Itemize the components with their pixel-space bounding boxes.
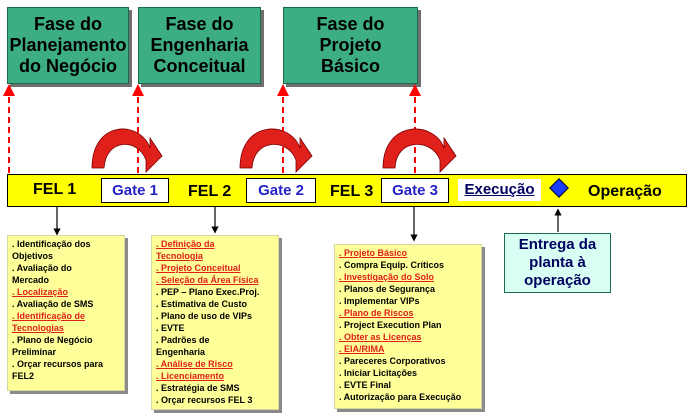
phase-box-engenharia-conceitual: Fase do Engenharia Conceitual — [138, 7, 261, 84]
note-item: . Projeto Conceitual — [156, 263, 241, 273]
note-item: . EVTE — [156, 323, 185, 333]
note-item: . Investigação do Solo — [339, 272, 435, 282]
gate3-box: Gate 3 — [381, 178, 449, 203]
note-item: . Compra Equip. Críticos — [339, 260, 445, 270]
note-item: . Análise de Risco — [156, 359, 233, 369]
fel1-label: FEL 1 — [33, 181, 77, 198]
operacao-label: Operação — [588, 183, 662, 200]
phase-box-planejamento: Fase do Planejamento do Negócio — [7, 7, 129, 84]
note-item: . Identificação de Tecnologias — [12, 311, 86, 333]
curved-arrow-gate1 — [91, 128, 163, 173]
gate1-box: Gate 1 — [101, 178, 169, 203]
curved-arrow-gate2 — [239, 128, 313, 173]
note-item: . Pareceres Corporativos — [339, 356, 446, 366]
note-item: . Seleção da Área Física — [156, 275, 259, 285]
note-item: . Orçar recursos FEL 3 — [156, 395, 253, 405]
fel2-label: FEL 2 — [188, 183, 232, 200]
note-item: . Projeto Básico — [339, 248, 408, 258]
fel3-label: FEL 3 — [330, 183, 374, 200]
note-item: . Obter as Licenças — [339, 332, 422, 342]
note-item: . PEP – Plano Exec.Proj. — [156, 287, 260, 297]
phase-box-projeto-basico: Fase do Projeto Básico — [283, 7, 418, 84]
note-item: . Plano de Negócio Preliminar — [12, 335, 93, 357]
curved-arrow-gate3 — [382, 128, 457, 173]
note-item: . EVTE Final — [339, 380, 392, 390]
note-item: . Orçar recursos para FEL2 — [12, 359, 104, 381]
note-item: . Localização — [12, 287, 69, 297]
note-item: . Autorização para Execução — [339, 392, 462, 402]
note-item: . Estimativa de Custo — [156, 299, 248, 309]
note-item: . Estratégia de SMS — [156, 383, 240, 393]
note-item: . Licenciamento — [156, 371, 225, 381]
note-item: . Padrões de Engenharia — [156, 335, 210, 357]
note-item: . Avaliação do Mercado — [12, 263, 72, 285]
note-item: . Plano de Riscos — [339, 308, 414, 318]
execucao-label: Execução — [458, 179, 541, 201]
notes-fel1: . Identificação dos Objetivos. Avaliação… — [7, 235, 125, 391]
note-item: . Implementar VIPs — [339, 296, 420, 306]
note-item: . Plano de uso de VIPs — [156, 311, 253, 321]
note-item: . Definição da Tecnologia — [156, 239, 215, 261]
note-item: . Avaliação de SMS — [12, 299, 94, 309]
note-item: . Project Execution Plan — [339, 320, 442, 330]
note-item: . Iniciar Licitações — [339, 368, 418, 378]
notes-fel2: . Definição da Tecnologia . Projeto Conce… — [151, 235, 279, 410]
gate2-box: Gate 2 — [246, 178, 316, 203]
note-item: . Planos de Segurança — [339, 284, 436, 294]
note-item: . Identificação dos Objetivos — [12, 239, 91, 261]
notes-fel3: . Projeto Básico . Compra Equip. Críticos… — [334, 244, 482, 409]
note-item: . EIA/RIMA — [339, 344, 385, 354]
delivery-box: Entrega da planta à operação — [504, 233, 611, 293]
